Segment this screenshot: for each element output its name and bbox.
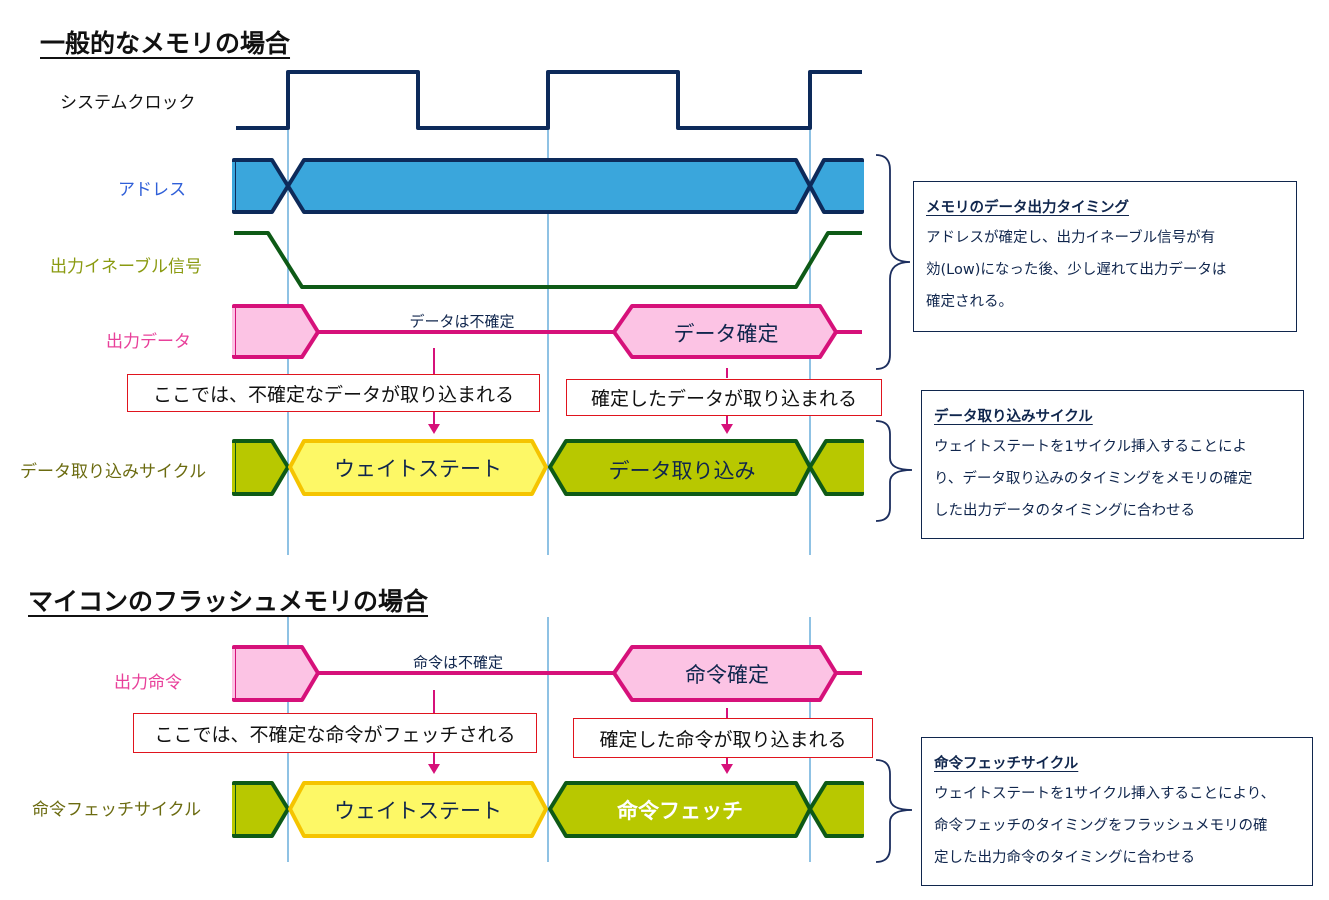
fetch-segment-wait (288, 781, 548, 838)
capture-cycle-waveform (232, 439, 864, 496)
callout-valid-capture: 確定したデータが取り込まれる (566, 379, 882, 416)
instruction-uncertain-label: 命令は不確定 (412, 653, 504, 672)
arrow-uncertain-instr-head (428, 764, 440, 774)
data-uncertain-label: データは不確定 (409, 312, 515, 331)
address-segment-2 (286, 158, 812, 214)
arrow-uncertain-head (428, 424, 440, 434)
note-3-line-2: 命令フェッチのタイミングをフラッシュメモリの確 (934, 818, 1268, 834)
fetch-label: 命令フェッチ (617, 799, 743, 823)
label-output-enable: 出力イネーブル信号 (50, 257, 202, 277)
brace-note-2 (875, 420, 913, 522)
note-1-title: メモリのデータ出力タイミング (926, 200, 1129, 216)
address-segment-3 (808, 158, 864, 214)
cycle-segment-capture (548, 439, 812, 496)
label-output-data: 出力データ (106, 332, 191, 352)
label-fetch-cycle: 命令フェッチサイクル (32, 800, 202, 820)
callout-uncertain-fetch: ここでは、不確定な命令がフェッチされる (133, 713, 537, 753)
output-data-valid-segment (612, 304, 838, 359)
output-enable-waveform (234, 231, 862, 289)
output-data-invalid-segment (232, 304, 320, 359)
brace-note-1 (875, 154, 911, 370)
section-title-flash-memory: マイコンのフラッシュメモリの場合 (28, 587, 429, 616)
system-clock-waveform (236, 70, 862, 130)
address-bus-waveform (232, 158, 864, 214)
callout-uncertain-capture: ここでは、不確定なデータが取り込まれる (127, 374, 540, 412)
callout-valid-fetch: 確定した命令が取り込まれる (573, 718, 873, 758)
pointer-arrows-1 (428, 348, 733, 434)
pointer-arrows-2 (428, 690, 733, 774)
note-memory-output-timing: メモリのデータ出力タイミング アドレスが確定し、出力イネーブル信号が有 効(Lo… (913, 181, 1297, 332)
note-1-line-3: 確定される。 (926, 294, 1013, 310)
label-output-instruction: 出力命令 (114, 673, 182, 693)
arrow-valid-instr-head (721, 764, 733, 774)
note-3-line-1: ウェイトステートを1サイクル挿入することにより、 (934, 786, 1276, 802)
fetch-segment-prev (232, 781, 290, 838)
note-3-line-3: 定した出力命令のタイミングに合わせる (934, 850, 1195, 866)
instruction-valid-segment (612, 645, 838, 702)
data-valid-label: データ確定 (673, 322, 779, 346)
note-1-line-2: 効(Low)になった後、少し遅れて出力データは (926, 262, 1227, 278)
cycle-segment-prev (232, 439, 290, 496)
fetch-segment-fetch (548, 781, 812, 838)
output-data-waveform (232, 304, 862, 359)
output-instruction-waveform (232, 645, 862, 702)
fetch-segment-next (808, 781, 864, 838)
fetch-cycle-waveform (232, 781, 864, 838)
label-capture-cycle: データ取り込みサイクル (20, 462, 207, 482)
instruction-valid-label: 命令確定 (685, 663, 769, 687)
label-address: アドレス (118, 180, 186, 200)
instruction-invalid-segment (232, 645, 320, 702)
label-system-clock: システムクロック (60, 93, 196, 113)
note-2-line-1: ウェイトステートを1サイクル挿入することによ (934, 439, 1247, 455)
cycle-segment-next (808, 439, 864, 496)
capture-label: データ取り込み (608, 459, 756, 483)
arrow-valid-head (721, 424, 733, 434)
note-2-title: データ取り込みサイクル (934, 409, 1093, 425)
note-capture-cycle: データ取り込みサイクル ウェイトステートを1サイクル挿入することによ り、データ… (921, 390, 1304, 539)
section-title-general-memory: 一般的なメモリの場合 (40, 29, 291, 58)
wait-state-label-1: ウェイトステート (334, 457, 502, 481)
address-segment-1 (232, 158, 290, 214)
cycle-segment-wait (288, 439, 548, 496)
note-2-line-2: り、データ取り込みのタイミングをメモリの確定 (934, 471, 1253, 487)
note-2-line-3: した出力データのタイミングに合わせる (934, 503, 1195, 519)
note-3-title: 命令フェッチサイクル (934, 756, 1079, 772)
wait-state-label-2: ウェイトステート (334, 799, 502, 823)
brace-note-3 (875, 759, 913, 863)
note-1-line-1: アドレスが確定し、出力イネーブル信号が有 (926, 230, 1216, 246)
note-fetch-cycle: 命令フェッチサイクル ウェイトステートを1サイクル挿入することにより、 命令フェ… (921, 737, 1313, 886)
